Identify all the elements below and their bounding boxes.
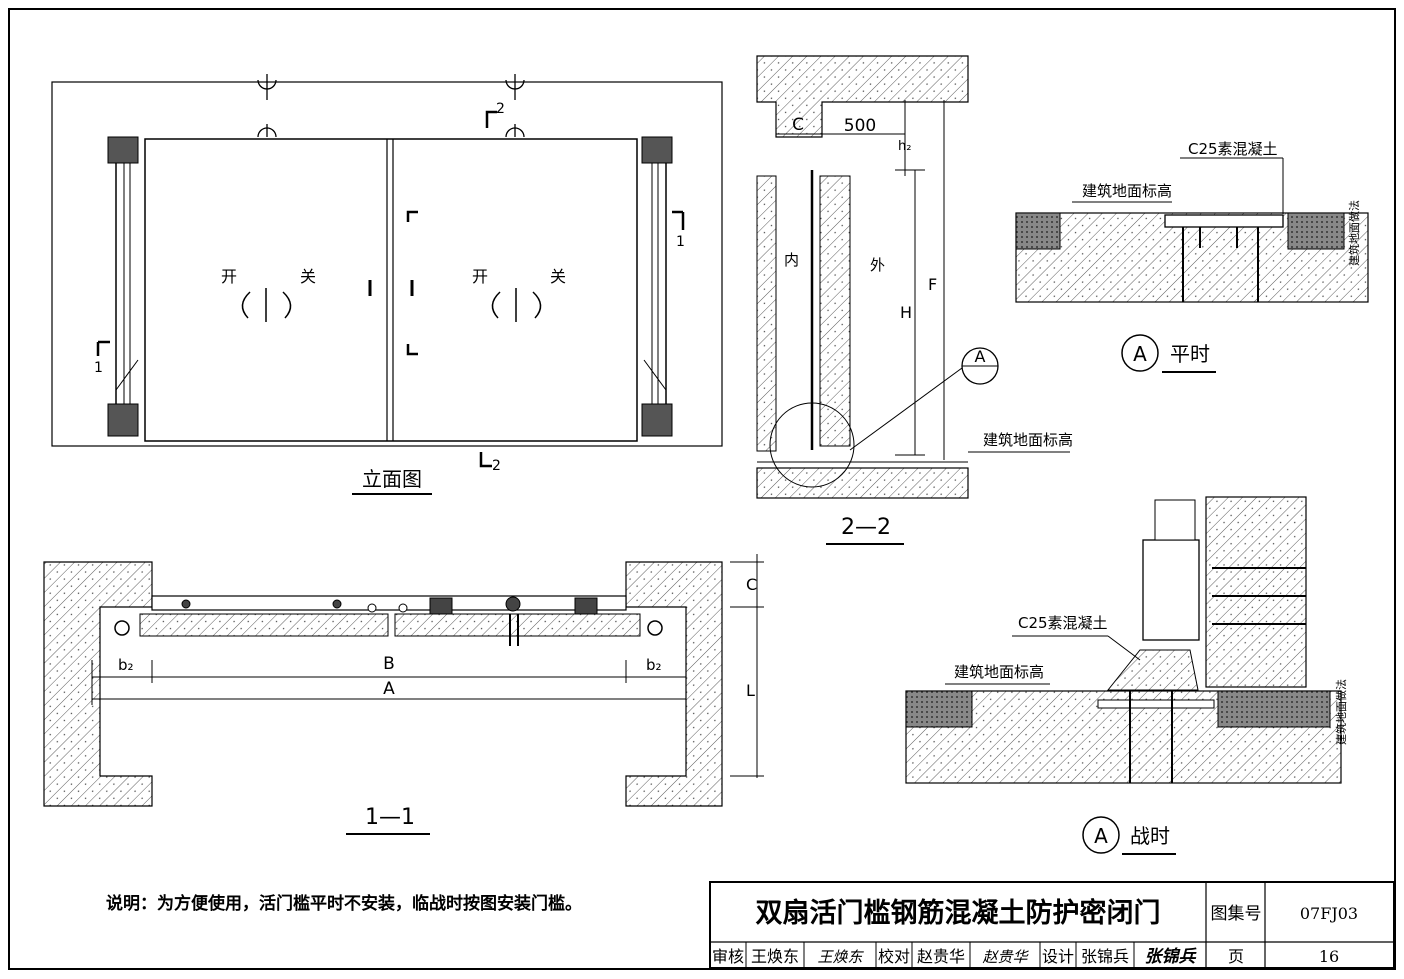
section-2-2-view: A C 500 h₂ H F 内 外 建筑地面标高 2—2 <box>756 55 1073 545</box>
open-label-right: 开 <box>472 267 488 286</box>
peace-concrete: C25素混凝土 <box>1188 140 1278 158</box>
hinge-top-right <box>641 136 673 164</box>
section-mark-1-right: 1 <box>676 234 685 250</box>
hinge-top-left <box>107 136 139 164</box>
reviewer-name: 王焕东 <box>751 947 799 966</box>
door-leaves <box>144 138 638 442</box>
atlas-number: 07FJ03 <box>1300 904 1358 923</box>
section-2-2-title: 2—2 <box>841 515 891 540</box>
war-caption: 战时 <box>1130 824 1170 848</box>
section-mark-1-left: 1 <box>94 360 103 376</box>
dim-h: H <box>900 303 912 322</box>
designer-signature: 张锦兵 <box>1145 947 1198 967</box>
section-mark-2-bottom: 2 <box>492 458 501 474</box>
threshold-beam <box>151 595 627 611</box>
leaf-left <box>139 613 389 637</box>
review-label: 审核 <box>712 947 744 966</box>
designer-name: 张锦兵 <box>1081 947 1129 966</box>
dim-b2-right: b₂ <box>646 656 662 674</box>
check-label: 校对 <box>878 947 910 966</box>
section-1-1-title: 1—1 <box>365 805 415 830</box>
title-block-title: 双扇活门槛钢筋混凝土防护密闭门 <box>756 897 1161 929</box>
dim-a: A <box>383 679 395 699</box>
atlas-label: 图集号 <box>1211 904 1262 924</box>
peace-caption: 平时 <box>1170 342 1210 366</box>
elevation-title: 立面图 <box>362 467 422 491</box>
floor-slab <box>756 467 969 499</box>
dim-l: L <box>746 681 755 700</box>
dim-c: C <box>746 575 757 594</box>
war-floor-level: 建筑地面标高 <box>954 663 1044 681</box>
sheet-border <box>8 8 1396 970</box>
top-slab <box>756 55 969 138</box>
floor-level-22: 建筑地面标高 <box>983 431 1073 449</box>
design-label: 设计 <box>1042 947 1074 966</box>
detail-peacetime: C25素混凝土 建筑地面标高 建筑地面做法 A 平时 <box>1015 140 1369 373</box>
inside-label: 内 <box>784 251 799 269</box>
drawing-note: 说明：为方便使用，活门槛平时不安装，临战时按图安装门槛。 <box>106 893 582 914</box>
detail-ref-letter: A <box>975 347 986 366</box>
dim-f: F <box>928 275 937 294</box>
dim-b2-left: b₂ <box>118 656 134 674</box>
wall-right <box>625 561 723 807</box>
page-label: 页 <box>1228 947 1244 966</box>
peace-floor-finish: 建筑地面做法 <box>1347 200 1361 266</box>
hinge-bottom-left <box>107 403 139 437</box>
elevation-view: 2 1 1 2 开 关 开 关 立面图 <box>51 74 723 495</box>
peace-marker: A <box>1133 342 1147 366</box>
wall-stub <box>756 175 777 452</box>
checker-name: 赵贵华 <box>917 947 965 966</box>
peace-floor-level: 建筑地面标高 <box>1082 182 1172 200</box>
dim-b: B <box>383 654 395 674</box>
open-label-left: 开 <box>221 267 237 286</box>
outside-label: 外 <box>870 256 885 274</box>
wall-left <box>43 561 153 807</box>
detail-wartime: C25素混凝土 建筑地面标高 建筑地面做法 A 战时 <box>905 496 1348 855</box>
door-leaf-section <box>819 175 851 447</box>
elevation-opening-frame <box>51 81 723 447</box>
war-concrete: C25素混凝土 <box>1018 614 1108 632</box>
hinge-bottom-right <box>641 403 673 437</box>
checker-signature: 赵贵华 <box>982 948 1029 966</box>
reviewer-signature: 王焕东 <box>817 948 864 966</box>
dim-c-22: C <box>792 115 804 135</box>
war-floor-finish: 建筑地面做法 <box>1334 679 1348 745</box>
war-marker: A <box>1094 824 1108 848</box>
dim-500: 500 <box>844 116 876 136</box>
section-mark-2-top: 2 <box>496 101 505 117</box>
dim-h2: h₂ <box>898 139 911 154</box>
close-label-right: 关 <box>550 267 566 286</box>
section-1-1-view: B A b₂ b₂ C L 1—1 <box>43 554 764 835</box>
page-number: 16 <box>1319 947 1339 966</box>
close-label-left: 关 <box>300 267 316 286</box>
title-block <box>709 881 1395 969</box>
